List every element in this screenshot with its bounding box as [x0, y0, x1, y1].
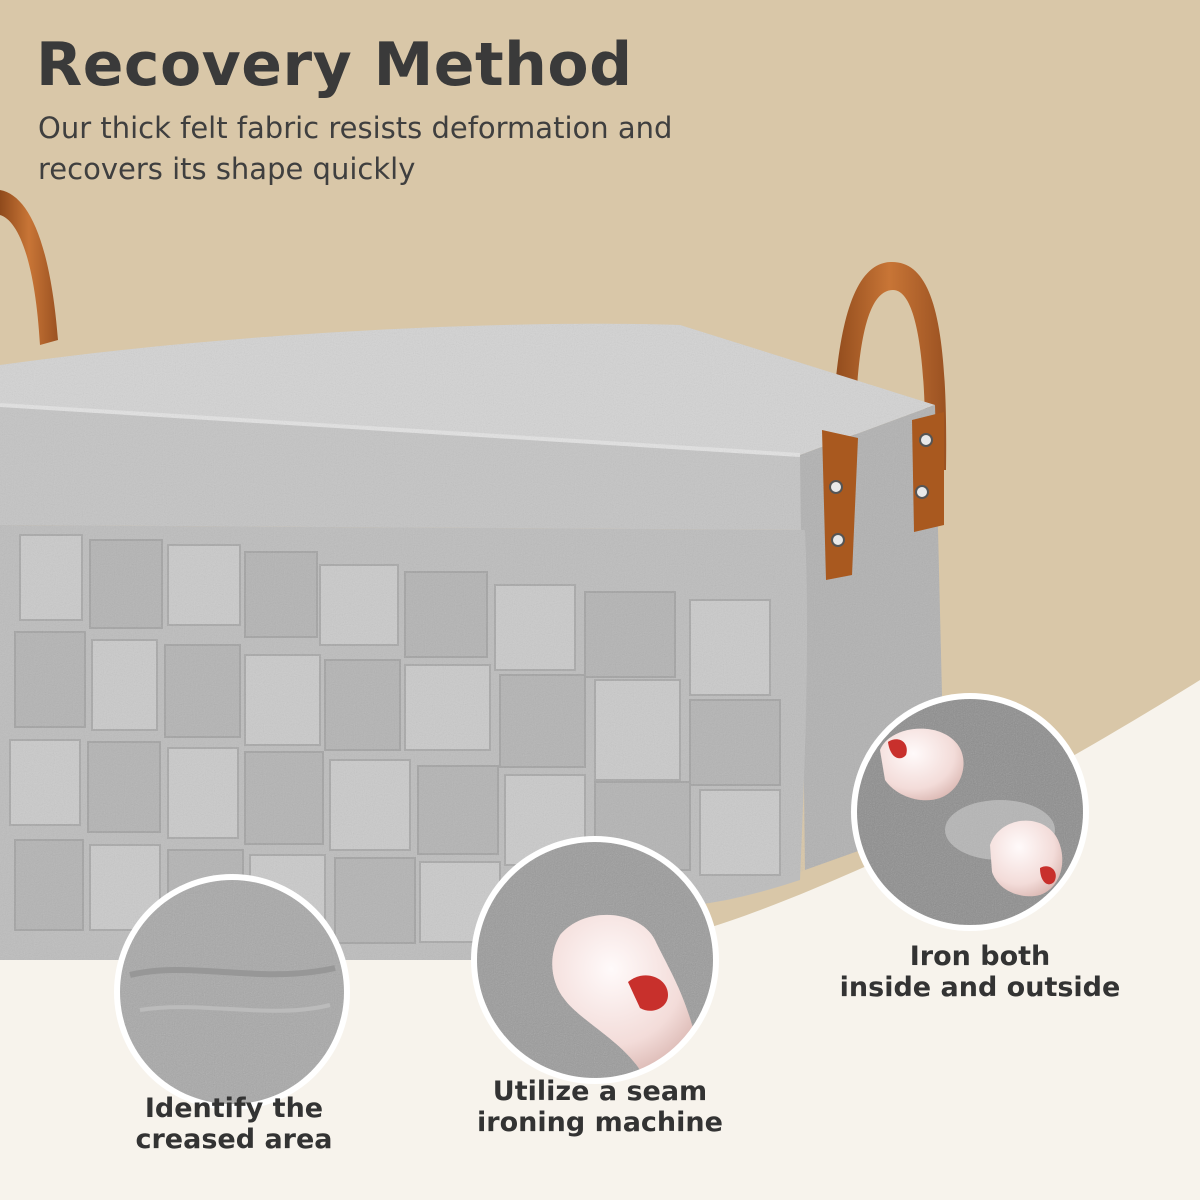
step-2-caption-line-2: ironing machine [477, 1107, 723, 1138]
iron-icon [552, 914, 700, 1070]
subtitle-line-1: Our thick felt fabric resists deformatio… [38, 111, 673, 145]
step-3-caption: Iron both inside and outside [830, 941, 1130, 1003]
step-3-caption-line-2: inside and outside [839, 972, 1121, 1003]
subtitle-line-2: recovers its shape quickly [38, 152, 416, 186]
felt-basket [0, 323, 945, 960]
step-3-ironing-both-sides-image [851, 693, 1089, 931]
step-1-creased-area-image [114, 874, 350, 1110]
subtitle: Our thick felt fabric resists deformatio… [38, 108, 798, 190]
step-2-caption: Utilize a seam ironing machine [460, 1076, 740, 1138]
page-title: Recovery Method [36, 30, 633, 100]
left-handle [0, 190, 58, 345]
right-handle [832, 262, 947, 470]
step-2-caption-line-1: Utilize a seam [492, 1076, 708, 1107]
step-2-ironing-image [471, 836, 719, 1084]
step-1-caption-line-1: Identify the [144, 1093, 324, 1124]
step-1-caption: Identify the creased area [114, 1093, 354, 1155]
step-3-caption-line-1: Iron both [909, 941, 1051, 972]
step-1-caption-line-2: creased area [135, 1124, 333, 1155]
